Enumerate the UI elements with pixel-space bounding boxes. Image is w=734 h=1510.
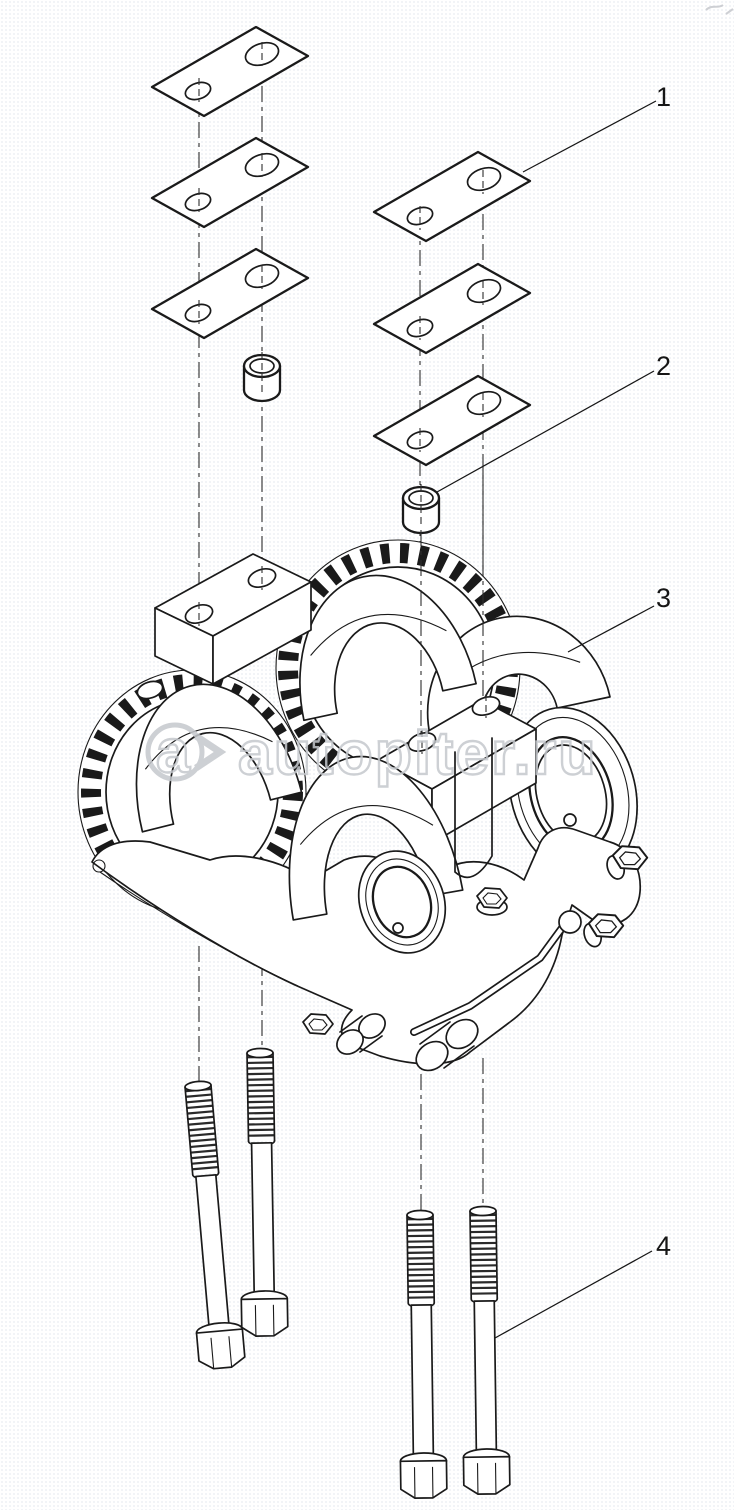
balance-shaft-assembly: [77, 42, 649, 1072]
bolt-4: [460, 1206, 510, 1494]
watermark-logo-letter: a: [156, 717, 192, 785]
housing-web: [454, 737, 493, 879]
shim-stack-right: [372, 150, 532, 467]
watermark-text: autopiter.ru: [238, 719, 598, 787]
callout-1: 1: [656, 82, 671, 112]
callout-4: 4: [656, 1231, 671, 1261]
callout-2: 2: [656, 351, 671, 381]
shim-plate: [150, 247, 310, 340]
leader-line-4: [494, 1250, 653, 1339]
shim-plate: [372, 374, 532, 467]
leader-line-2: [436, 370, 655, 493]
bearing-eye-right: [508, 706, 638, 878]
watermark: a autopiter.ru: [145, 4, 734, 788]
shim-plate: [150, 25, 310, 118]
hole-center-stubs: [198, 42, 487, 754]
side-bolt-lower: [583, 913, 625, 948]
bearing-bore-middle: [357, 850, 447, 954]
bolt-3: [397, 1210, 447, 1498]
bottom-stub-small: [336, 1013, 386, 1055]
shim-plate: [372, 262, 532, 355]
bolt-1: [175, 1080, 246, 1370]
side-bolt-upper: [606, 845, 649, 880]
shim-plate: [372, 150, 532, 243]
callouts: 1 2 3 4: [436, 82, 671, 1339]
balance-weight-middle: [299, 574, 477, 722]
leader-line-1: [522, 100, 657, 173]
callout-3: 3: [656, 583, 671, 613]
bolt-2: [237, 1048, 288, 1336]
bottom-stub-large: [415, 1018, 479, 1072]
balance-weight-left: [135, 683, 303, 833]
oil-pipe: [410, 910, 582, 1036]
bearing-cap-left: [154, 553, 312, 685]
leader-line-3: [567, 605, 655, 653]
bottom-hex-plug: [302, 1013, 334, 1035]
shim-plate: [150, 136, 310, 229]
shim-stack-left: [150, 25, 310, 340]
pipe-nut: [476, 887, 508, 916]
